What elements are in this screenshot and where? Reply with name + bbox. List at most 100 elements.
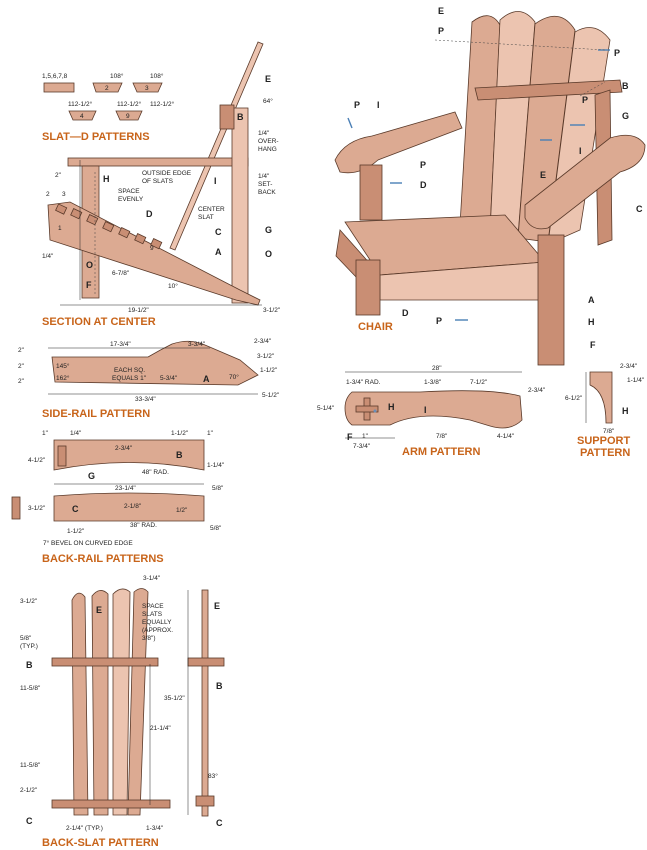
section-space: SPACE — [118, 188, 140, 195]
back-slat-pattern: 3-1/4" 3-1/2" E SPACE SLATS EQUALLY (APP… — [20, 575, 225, 849]
back-rail-d-218: 2-1/8" — [124, 503, 142, 510]
chair-back-slat — [489, 11, 536, 237]
back-slat-callout-e: E — [96, 605, 102, 615]
back-rail-d-114: 1-1/4" — [207, 462, 225, 469]
callout-a: A — [215, 247, 222, 257]
back-slat-callout-c: C — [26, 816, 33, 826]
back-rail-d-1b: 1" — [207, 430, 214, 437]
back-rail-d-58b: 5/8" — [210, 525, 222, 532]
chair-callout-f: F — [590, 340, 596, 350]
section-center: CENTER — [198, 206, 225, 213]
arm-d-414: 4-1/4" — [497, 433, 515, 440]
support-d-78: 7/8" — [603, 428, 615, 435]
chair-callout-e-mid: E — [540, 170, 546, 180]
section-d-1: 1 — [58, 225, 62, 232]
back-rail-d-quarter: 1/4" — [70, 430, 82, 437]
callout-b: B — [237, 112, 244, 122]
section-at-center: OUTSIDE EDGE OF SLATS SPACE EVENLY CENTE… — [42, 41, 281, 328]
back-slat-side-callout-e: E — [214, 601, 220, 611]
back-rail-c-profile — [53, 492, 205, 522]
arm-callout-f: F — [347, 432, 353, 442]
side-rail-d-1734: 17-3/4" — [110, 341, 131, 348]
back-slat-space-e: 3/8") — [142, 635, 156, 642]
back-slat-space-c: EQUALLY — [142, 619, 172, 626]
back-rail-d-112b: 1-1/2" — [67, 528, 85, 535]
slat-d-angle-5: 112-1/2° — [150, 100, 175, 108]
back-rail-d-312: 3-1/2" — [28, 505, 46, 512]
back-slat-d-312: 3-1/2" — [20, 598, 38, 605]
arm-callout-h: H — [388, 402, 395, 412]
section-overhang-c: HANG — [258, 146, 277, 153]
slat-d-angle-1: 108° — [110, 72, 124, 80]
section-d-quarter: 1/4" — [42, 253, 54, 260]
slat-d-profile-5 — [115, 110, 143, 121]
side-rail-d-112: 1-1/2" — [260, 367, 278, 374]
back-slat-2 — [91, 590, 109, 816]
chair-screw — [347, 117, 353, 129]
side-rail-pattern: 17-3/4" 3-3/4" 2-3/4" 3-1/2" 1-1/2" 2" 2… — [18, 338, 280, 420]
side-rail-d-70: 70° — [229, 373, 239, 381]
slat-d-title: SLAT—D PATTERNS — [42, 131, 150, 143]
section-d-678: 6-7/8" — [112, 270, 130, 277]
back-rail-d-2314: 23-1/4" — [115, 485, 136, 492]
chair-leader-line — [434, 39, 606, 51]
back-rail-b-profile — [53, 439, 205, 471]
arm-d-1: 1" — [362, 433, 369, 440]
back-slat-rail-b — [51, 657, 159, 667]
back-rail-d-12: 1/2" — [176, 507, 188, 514]
back-rail-d-38rad: 38" RAD. — [130, 522, 157, 529]
back-slat-d-3512: 35-1/2" — [164, 695, 185, 702]
support-d-612: 6-1/2" — [565, 395, 583, 402]
back-rail-callout-b: B — [176, 450, 183, 460]
back-rail-d-112a: 1-1/2" — [171, 430, 189, 437]
side-rail-d-2c: 2" — [18, 378, 25, 385]
back-slat-d-58: 5/8" — [20, 635, 32, 642]
chair-callout-p-right: P — [614, 48, 620, 58]
chair-front-right-leg — [537, 234, 565, 366]
back-rail-d-58a: 5/8" — [212, 485, 224, 492]
chair-back-rail-b — [474, 79, 623, 101]
section-d-2: 2 — [46, 191, 50, 198]
section-d-10: 10° — [168, 282, 178, 290]
side-rail-d-162: 162° — [56, 374, 70, 382]
arm-block-h — [355, 405, 379, 413]
chair-callout-b: B — [622, 81, 629, 91]
back-slat-d-214typ: 2-1/4" (TYP.) — [66, 825, 103, 832]
callout-c: C — [215, 227, 222, 237]
side-rail-d-2b: 2" — [18, 363, 25, 370]
back-slat-callout-b: B — [26, 660, 33, 670]
chair-3d-view: E P P B P G P I I P E D C A D P H F CHAI… — [334, 6, 646, 366]
section-back-rail-b — [219, 104, 235, 130]
side-rail-each-sq-b: EQUALS 1" — [112, 375, 147, 382]
arm-profile — [344, 390, 523, 429]
back-slat-side-view — [201, 589, 209, 817]
arm-d-134rad: 1-3/4" RAD. — [346, 379, 381, 386]
chair-callout-e-top: E — [438, 6, 444, 16]
back-slat-d-1158a: 11-5/8" — [20, 685, 41, 692]
back-slat-space-a: SPACE — [142, 603, 164, 610]
side-rail-each-sq-a: EACH SQ. — [114, 367, 145, 374]
section-d-1912: 19-1/2" — [128, 307, 149, 314]
arm-title: ARM PATTERN — [402, 446, 480, 458]
arm-d-138: 1-3/8" — [424, 379, 442, 386]
section-d-2in: 2" — [55, 172, 62, 179]
side-rail-profile — [51, 340, 259, 386]
support-pattern: 2-3/4" 1-1/4" 6-1/2" H 7/8" SUPPORT PATT… — [565, 363, 645, 459]
slat-d-num-4: 4 — [80, 113, 84, 120]
slat-d-num-9: 9 — [126, 113, 130, 120]
chair-back-slat — [517, 16, 576, 243]
section-d-312: 3-1/2" — [263, 307, 281, 314]
side-rail-d-512: 5-1/2" — [262, 392, 280, 399]
slat-d-angle-3: 112-1/2° — [68, 100, 93, 108]
slat-d-profile-2 — [92, 82, 123, 93]
chair-left-arm-support — [359, 164, 383, 221]
section-slat — [102, 221, 115, 233]
arm-d-712: 7-1/2" — [470, 379, 488, 386]
callout-h: H — [103, 174, 110, 184]
support-profile — [589, 371, 613, 424]
back-rail-callout-c: C — [72, 504, 79, 514]
back-rail-title: BACK-RAIL PATTERNS — [42, 553, 164, 565]
chair-leader-line — [579, 81, 606, 97]
slat-d-profile-3 — [132, 82, 163, 93]
